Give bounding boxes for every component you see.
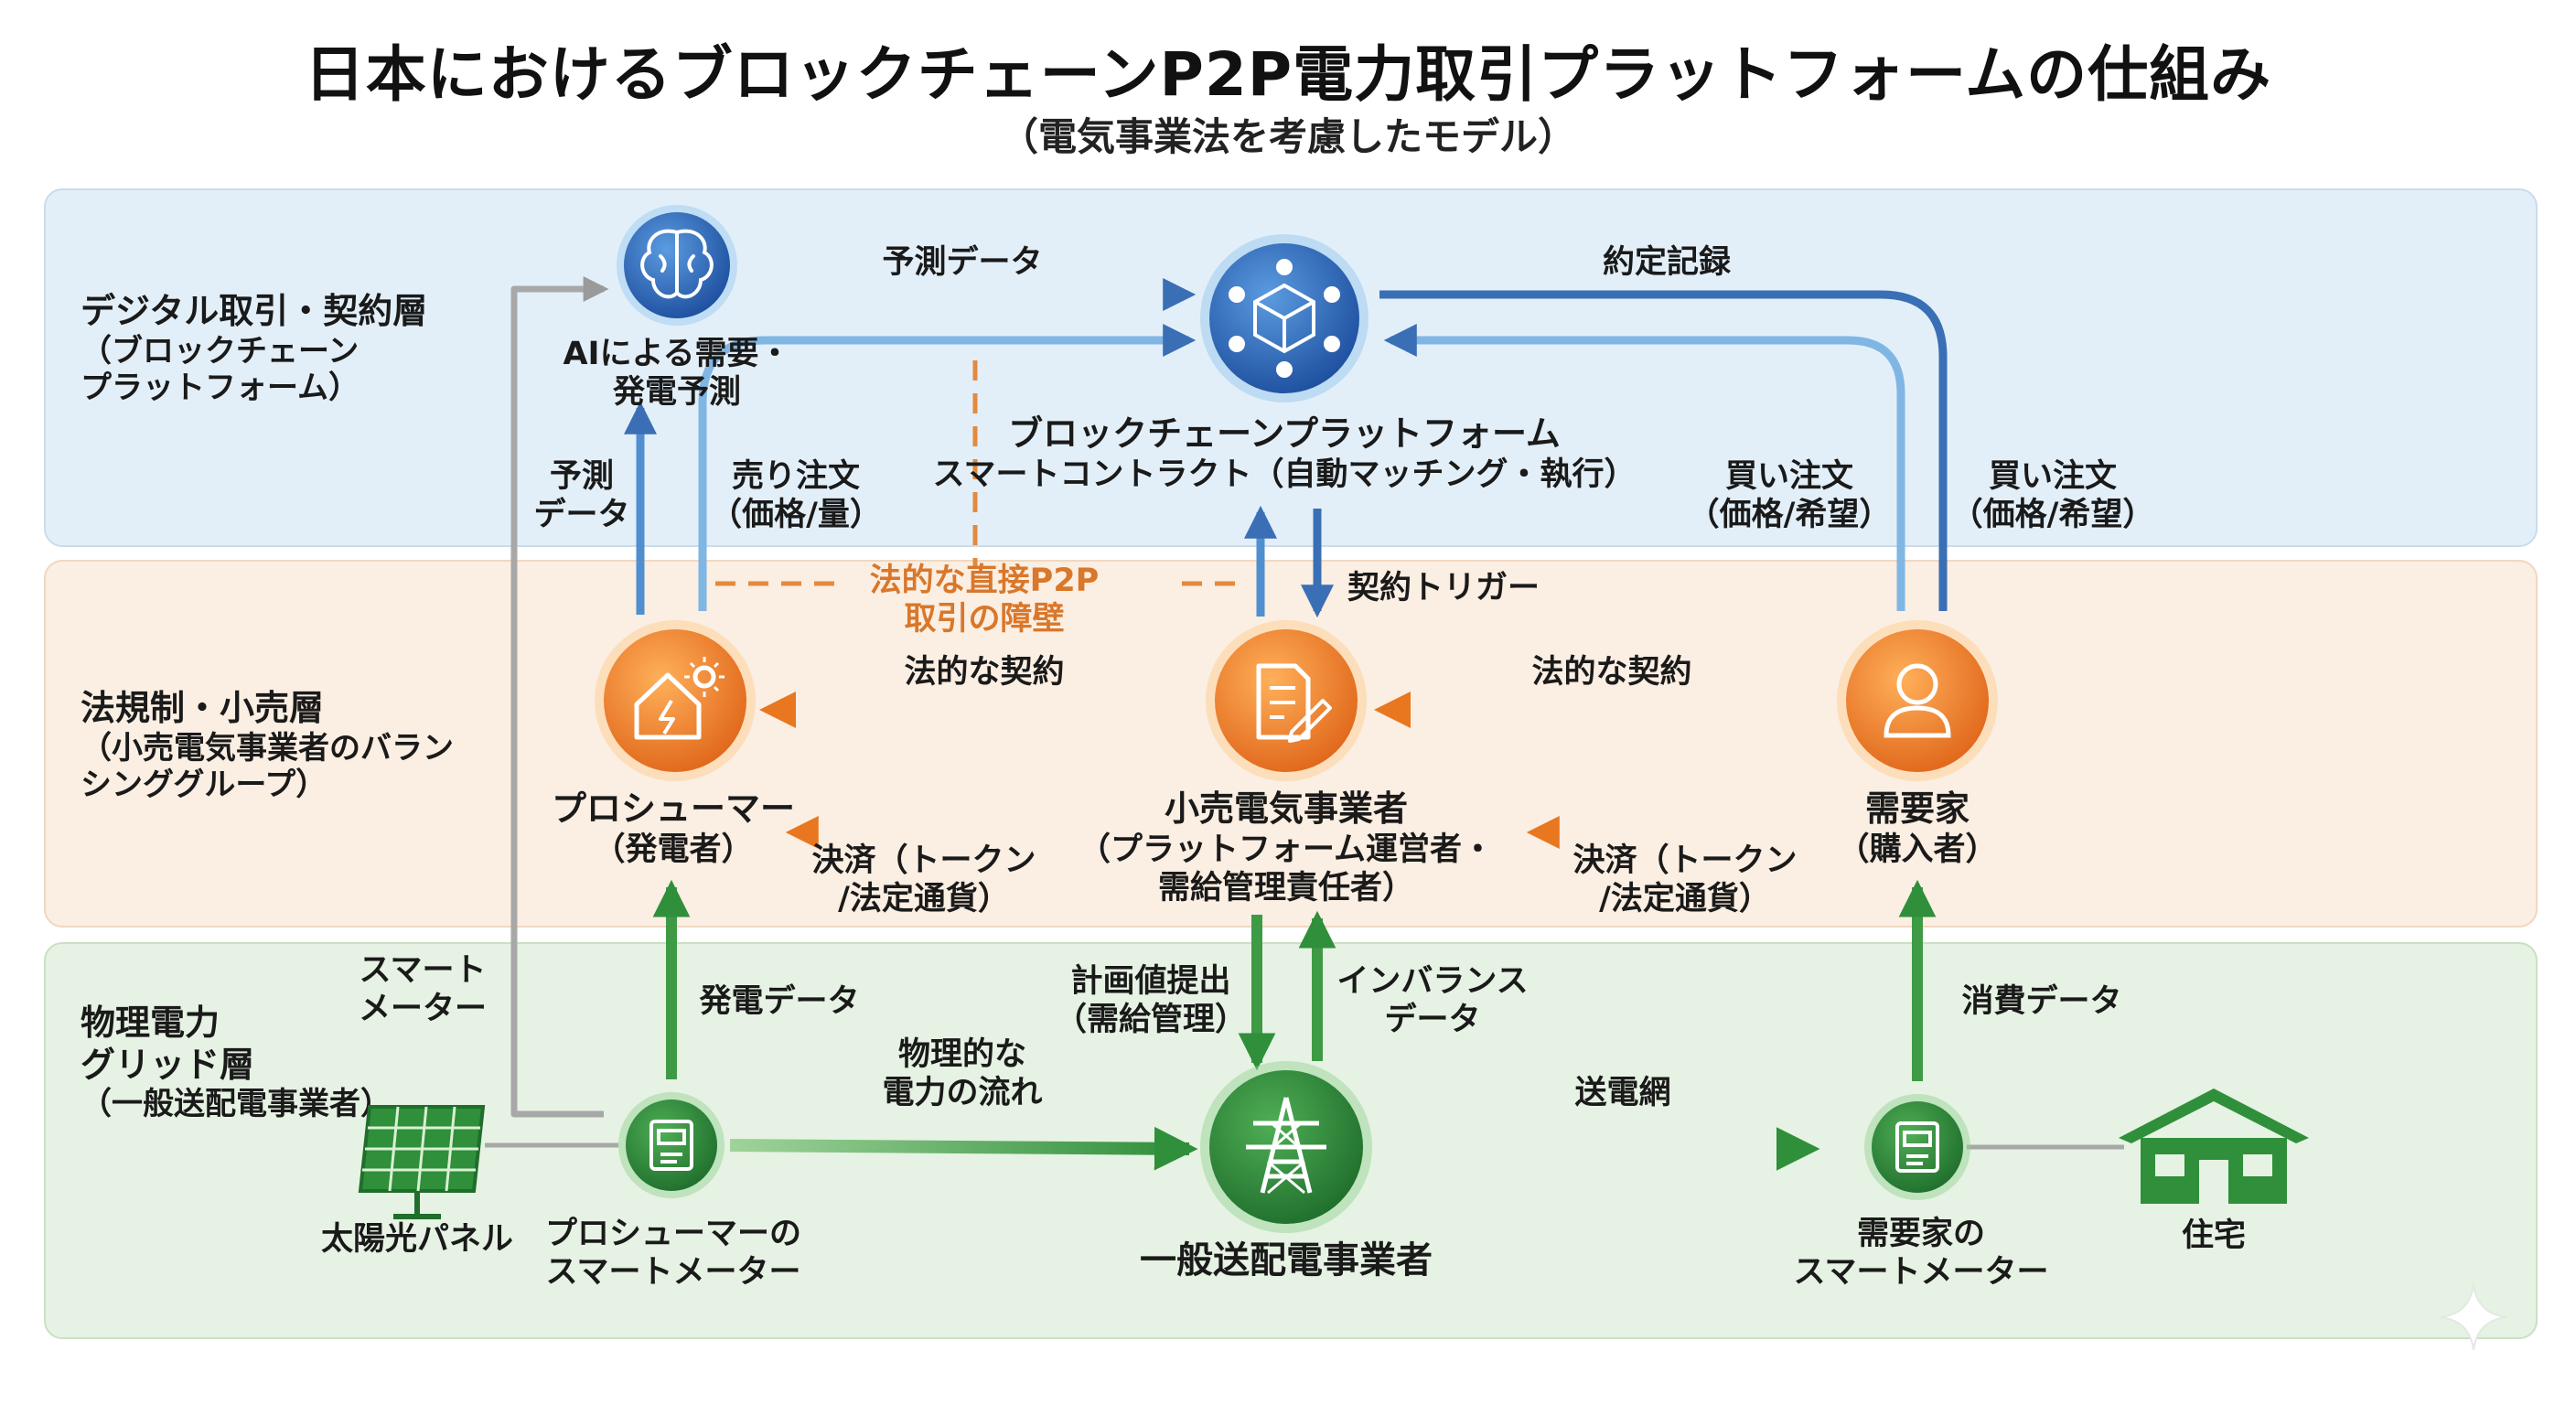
contract-record-label: 約定記録 xyxy=(1602,244,1732,281)
solar-panel-label: 太陽光パネル xyxy=(320,1221,514,1258)
physical-flow-arrow xyxy=(729,1126,1198,1171)
buy-order-label-1: 買い注文 （価格/希望） xyxy=(1687,458,1892,533)
brain-icon xyxy=(640,229,714,299)
digital-layer-label: デジタル取引・契約層 （ブロックチェーン プラットフォーム） xyxy=(80,291,428,407)
tso-node-label: 一般送配電事業者 xyxy=(1140,1239,1433,1282)
transmission-tower-icon xyxy=(1246,1097,1326,1195)
forecast-data-side-label: 予測 データ xyxy=(533,458,630,533)
consumer-meter-label: 需要家の スマートメーター xyxy=(1793,1216,2049,1291)
settlement-left-label: 決済（トークン /法定通貨） xyxy=(811,842,1036,917)
settlement-right-label: 決済（トークン /法定通貨） xyxy=(1572,842,1798,917)
house-label: 住宅 xyxy=(2181,1217,2247,1254)
retailer-node xyxy=(1206,620,1367,781)
house-icon xyxy=(2119,1089,2309,1204)
prosumer-meter-node xyxy=(618,1092,724,1198)
person-icon xyxy=(1884,663,1951,738)
document-pen-icon xyxy=(1256,663,1332,743)
sell-order-arrow xyxy=(698,324,1197,611)
smart-meter-route-label: スマート メーター xyxy=(358,952,488,1027)
smart-meter-icon xyxy=(1895,1121,1939,1173)
solar-house-icon xyxy=(634,657,724,740)
imbalance-data-label: インバランス データ xyxy=(1336,963,1529,1038)
buy-order-arrow-1 xyxy=(1383,324,1905,611)
plan-submission-label: 計画値提出 （需給管理） xyxy=(1054,963,1248,1038)
retailer-node-label: 小売電気事業者 （プラットフォーム運営者・ 需給管理責任者） xyxy=(1079,788,1494,906)
sell-order-label: 売り注文 （価格/量） xyxy=(710,458,882,533)
page-subtitle: （電気事業法を考慮したモデル） xyxy=(999,114,1576,159)
blockchain-node xyxy=(1200,234,1368,402)
forecast-data-top-label: 予測データ xyxy=(882,244,1043,281)
contract-record-arrow xyxy=(1379,290,1948,611)
prosumer-meter-label: プロシューマーの スマートメーター xyxy=(544,1216,802,1291)
network-cube-icon xyxy=(1229,259,1340,378)
physical-flow-label: 物理的な 電力の流れ xyxy=(882,1036,1043,1111)
smart-meter-data-route xyxy=(510,276,609,1118)
solar-panel-icon xyxy=(358,1105,486,1219)
consumer-meter-node xyxy=(1864,1094,1970,1200)
grid-layer-label: 物理電力 グリッド層 （一般送配電事業者） xyxy=(80,1003,392,1123)
generation-data-label: 発電データ xyxy=(699,983,860,1020)
tso-node xyxy=(1200,1061,1372,1233)
smart-meter-icon xyxy=(649,1120,693,1171)
buy-order-label-2: 買い注文 （価格/希望） xyxy=(1950,458,2155,533)
consumer-node-label: 需要家 （購入者） xyxy=(1837,788,1998,868)
legal-layer-label: 法規制・小売層 （小売電気事業者のバラン シンググループ） xyxy=(80,688,454,804)
blockchain-node-label: ブロックチェーンプラットフォーム スマートコントラクト（自動マッチング・執行） xyxy=(932,413,1637,493)
legal-barrier-label: 法的な直接P2P 取引の障壁 xyxy=(869,563,1100,638)
ai-node xyxy=(617,205,737,326)
page-title: 日本におけるブロックチェーンP2P電力取引プラットフォームの仕組み xyxy=(304,39,2272,110)
legal-contract-right-label: 法的な契約 xyxy=(1531,654,1692,691)
consumer-node xyxy=(1837,620,1998,781)
prosumer-node xyxy=(595,620,756,781)
legal-contract-left-label: 法的な契約 xyxy=(904,654,1065,691)
transmission-label: 送電網 xyxy=(1574,1075,1671,1111)
ai-node-label: AIによる需要・ 発電予測 xyxy=(563,336,791,411)
prosumer-node-label: プロシューマー （発電者） xyxy=(551,788,796,868)
contract-trigger-label: 契約トリガー xyxy=(1347,570,1540,606)
sparkle-icon xyxy=(2440,1283,2507,1351)
consumption-data-label: 消費データ xyxy=(1961,983,2122,1020)
